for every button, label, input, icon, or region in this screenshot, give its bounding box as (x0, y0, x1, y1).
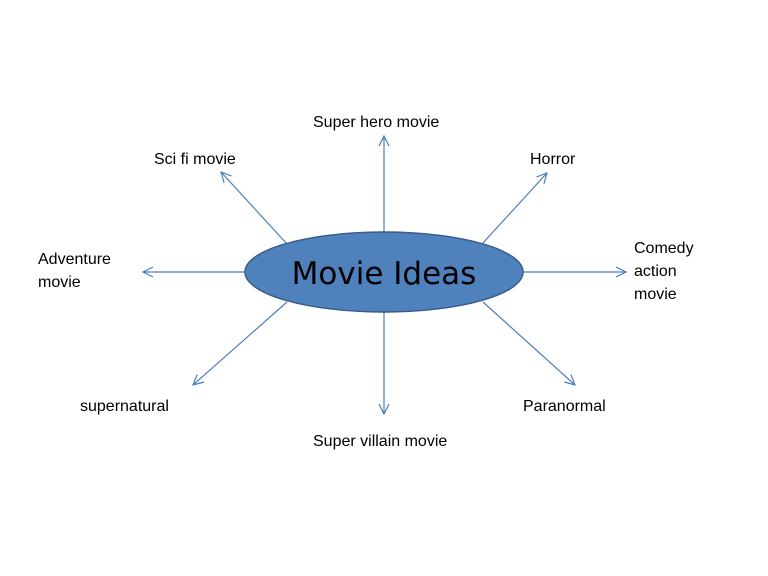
idea-label-super-villain: Super villain movie (313, 433, 448, 450)
idea-label-super-hero: Super hero movie (313, 114, 440, 131)
central-ellipse (244, 231, 524, 313)
idea-label-comedy-action-line-2: action (634, 263, 677, 280)
idea-label-comedy-action: Comedy action movie (634, 237, 694, 306)
arrow-to-supernatural (193, 301, 288, 385)
idea-label-adventure: Adventure movie (38, 248, 111, 294)
idea-label-comedy-action-line-3: movie (634, 286, 677, 303)
idea-label-comedy-action-line-1: Comedy (634, 240, 694, 257)
arrow-to-sci-fi (221, 172, 288, 245)
central-label: Movie Ideas (292, 256, 477, 292)
idea-label-supernatural: supernatural (80, 398, 169, 415)
idea-label-sci-fi: Sci fi movie (154, 151, 236, 168)
idea-label-paranormal: Paranormal (523, 398, 606, 415)
central-node: Movie Ideas (244, 231, 524, 313)
idea-label-adventure-line-1: Adventure (38, 251, 111, 268)
idea-label-adventure-line-2: movie (38, 274, 81, 291)
arrow-to-horror (481, 173, 547, 245)
idea-label-horror: Horror (530, 151, 576, 168)
connector-arrows (143, 136, 626, 414)
arrow-to-paranormal (482, 301, 575, 385)
